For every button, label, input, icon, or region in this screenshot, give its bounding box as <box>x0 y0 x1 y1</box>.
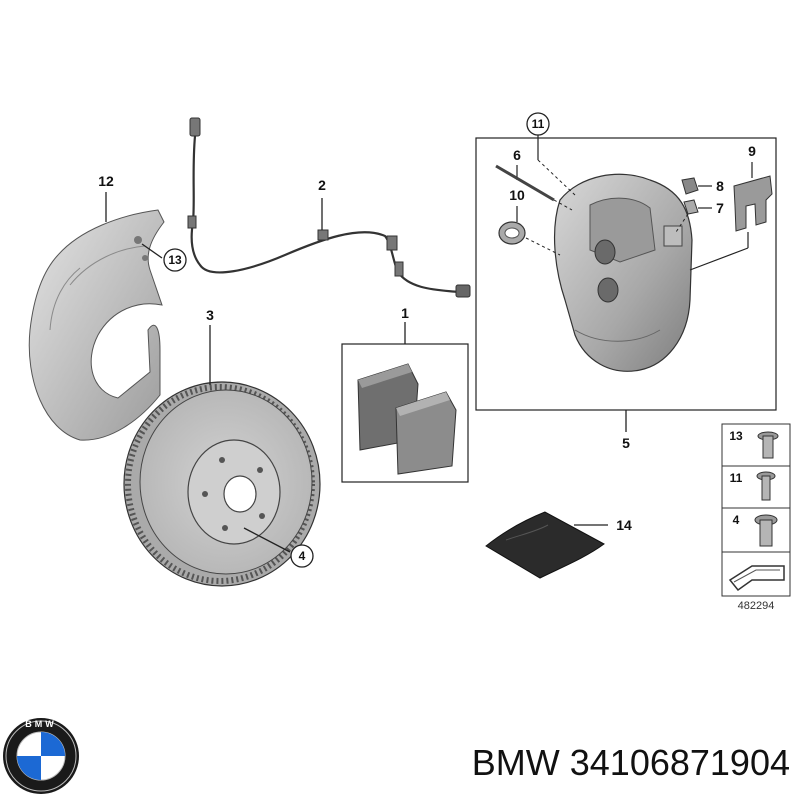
bmw-logo-letters: BMW <box>25 719 57 729</box>
callout-4-bubble: 4 <box>290 544 314 568</box>
callout-11-bubble: 11 <box>526 112 550 136</box>
diagram-reference-number: 482294 <box>738 600 775 612</box>
callout-13-bubble: 13 <box>163 248 187 272</box>
callout-6: 6 <box>513 147 521 163</box>
callout-13: 13 <box>168 253 182 267</box>
callout-8: 8 <box>716 178 724 194</box>
dashed-line-7-8 <box>675 213 689 233</box>
wear-sensor <box>187 117 471 298</box>
leader-line-4 <box>243 527 291 553</box>
callout-1: 1 <box>401 305 409 321</box>
brake-pad-front <box>395 391 457 475</box>
callout-12: 12 <box>98 173 114 189</box>
guide-pin <box>495 164 573 211</box>
bleed-screw <box>683 199 699 215</box>
callout-4: 4 <box>299 549 306 563</box>
arrow-icon <box>728 565 785 592</box>
callout-9: 9 <box>748 143 756 159</box>
dashed-line-11 <box>537 159 576 196</box>
grease-packet <box>485 511 605 579</box>
bolt-legend: 13 11 4 482294 <box>721 423 791 612</box>
callout-7: 7 <box>716 200 724 216</box>
legend-label-13: 13 <box>729 429 743 443</box>
callout-14: 14 <box>616 517 632 533</box>
brand-part-number: BMW 34106871904 <box>471 742 790 783</box>
callout-10: 10 <box>509 187 525 203</box>
leader-line-9c <box>689 247 749 271</box>
spring-clip <box>733 175 773 232</box>
legend-label-11: 11 <box>730 471 743 485</box>
leader-line-13a <box>141 243 163 259</box>
bmw-logo: BMW <box>3 718 79 794</box>
bolt-11-icon <box>756 471 776 501</box>
seal-ring <box>498 221 526 245</box>
brake-disc <box>123 381 321 587</box>
legend-label-4: 4 <box>733 513 740 527</box>
dust-shield <box>28 209 165 441</box>
dashed-line-10 <box>525 237 561 256</box>
bleed-cap <box>681 177 699 195</box>
bolt-4-icon <box>754 514 778 547</box>
callout-3: 3 <box>206 307 214 323</box>
brake-caliper <box>553 173 693 372</box>
bolt-13-icon <box>757 431 779 459</box>
callout-2: 2 <box>318 177 326 193</box>
callout-5: 5 <box>622 435 630 451</box>
callout-11: 11 <box>532 117 545 131</box>
